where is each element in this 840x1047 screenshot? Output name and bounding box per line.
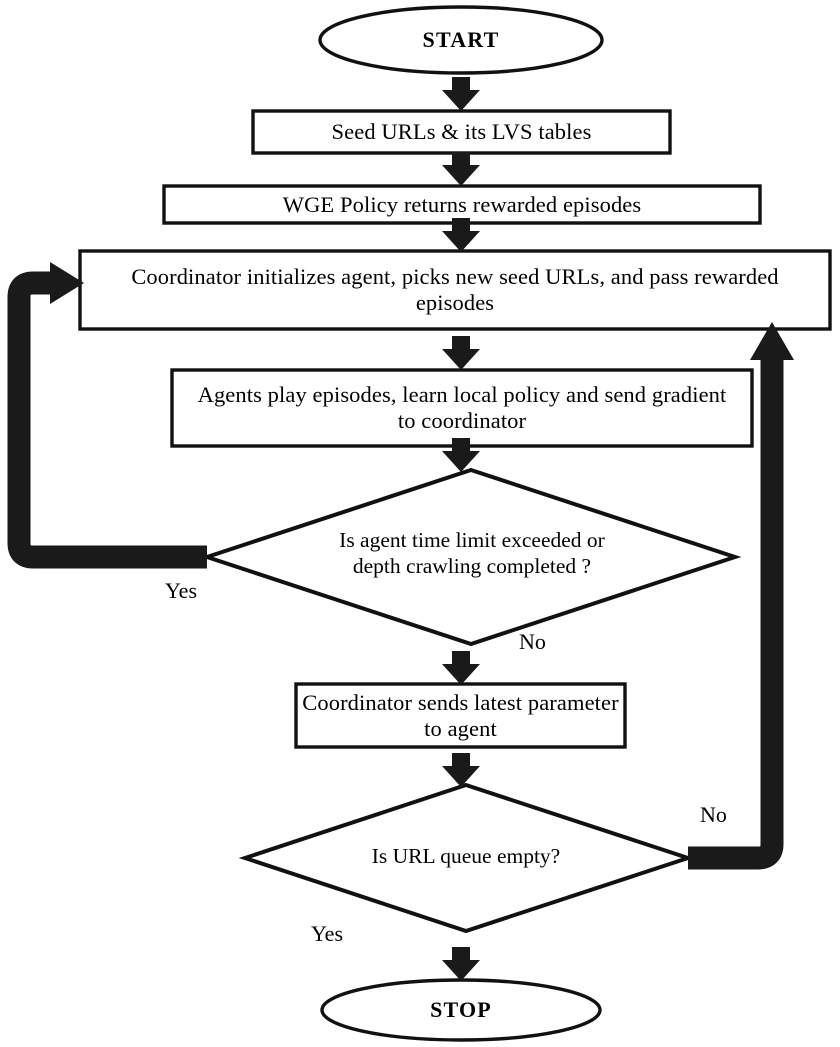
edge-arrow-queue-yes-to-stop (442, 947, 480, 981)
edge-feedback-right-no (688, 322, 794, 870)
edge-label-no-time-limit: No (519, 629, 546, 654)
edge-arrow-params-to-queue (442, 753, 480, 787)
edge-label-yes-time-limit: Yes (165, 578, 198, 603)
node-coordinator-init-shape (78, 249, 832, 331)
node-seed-urls-shape (251, 109, 672, 155)
node-stop-shape (320, 978, 602, 1042)
edge-label-yes-url-queue: Yes (311, 921, 344, 946)
node-decision-url-queue-shape (238, 782, 695, 934)
edge-arrow-coordinator-to-agents (442, 336, 480, 370)
edge-arrow-start-to-seed (442, 77, 480, 111)
node-wge-policy-shape (162, 184, 762, 225)
node-coordinator-params-shape (294, 682, 627, 749)
edge-arrow-seed-to-wge (442, 152, 480, 186)
edge-arrow-decision-no-to-params (442, 651, 480, 685)
edge-feedback-left-yes (7, 262, 207, 569)
node-decision-time-limit-shape (200, 467, 742, 647)
node-agents-play-shape (170, 368, 754, 448)
edge-label-no-url-queue: No (700, 802, 727, 827)
node-start-shape (318, 5, 604, 75)
